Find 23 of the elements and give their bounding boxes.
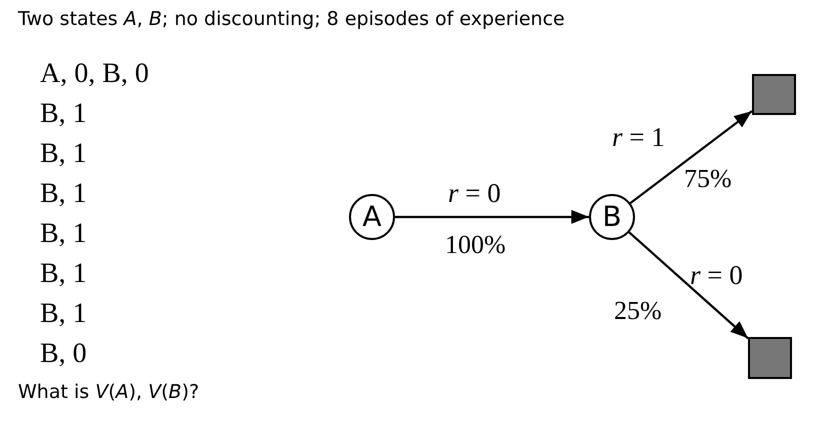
arrow xyxy=(628,232,749,340)
episode-line: A, 0, B, 0 xyxy=(40,60,149,88)
episode-line: B, 0 xyxy=(40,340,87,368)
probability-label: 25% xyxy=(614,298,662,324)
arrow xyxy=(630,110,753,204)
probability-label: 75% xyxy=(684,166,732,192)
episode-line: B, 1 xyxy=(40,220,87,248)
state-circle: A xyxy=(349,194,395,240)
episode-line: B, 1 xyxy=(40,140,87,168)
episode-line: B, 1 xyxy=(40,300,87,328)
edge-label: r = 0 xyxy=(448,180,501,207)
arrow xyxy=(395,210,589,224)
edge-label: r = 1 xyxy=(612,124,665,151)
state-circle: B xyxy=(589,194,635,240)
edge-label: r = 0 xyxy=(690,262,743,289)
episode-line: B, 1 xyxy=(40,100,87,128)
title: Two states A, B; no discounting; 8 episodes of experience xyxy=(18,8,565,30)
terminal-square xyxy=(752,74,796,115)
probability-label: 100% xyxy=(445,232,506,258)
terminal-square xyxy=(748,337,792,379)
episode-line: B, 1 xyxy=(40,180,87,208)
question: What is V(A), V(B)? xyxy=(18,381,200,403)
episode-line: B, 1 xyxy=(40,260,87,288)
